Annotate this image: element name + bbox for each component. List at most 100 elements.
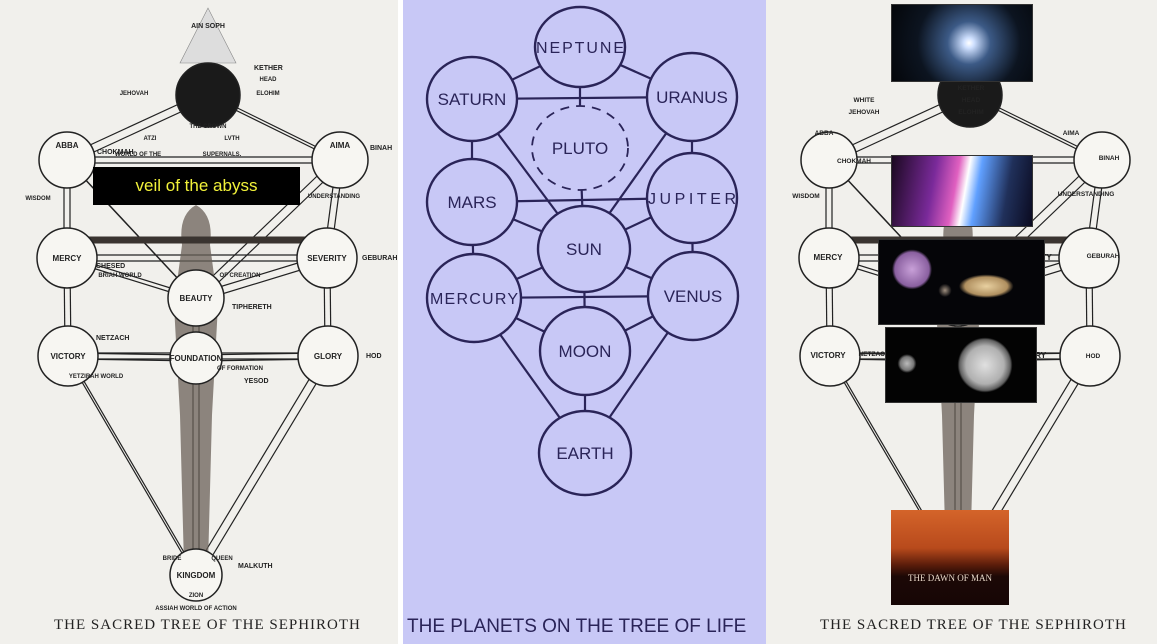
tree-annotation: JEHOVAH bbox=[849, 109, 880, 116]
sephirah-name: KETHER bbox=[254, 65, 283, 72]
planet-node-venus bbox=[646, 250, 740, 342]
tree-annotation: WISDOM bbox=[25, 196, 50, 202]
ain-soph-label: AIN SOPH bbox=[191, 23, 225, 30]
tree-annotation: ZION bbox=[189, 593, 203, 599]
tree-annotation: THE CROWN bbox=[190, 124, 227, 130]
sephirah-name: YESOD bbox=[244, 378, 269, 385]
tree-annotation: MERCY bbox=[814, 253, 844, 262]
planet-label: PLUTO bbox=[552, 139, 608, 158]
assiah-label: ASSIAH WORLD OF ACTION bbox=[155, 606, 236, 612]
sephirah-label: FOUNDATION bbox=[170, 354, 223, 363]
sephirah-label: KINGDOM bbox=[177, 571, 216, 580]
sephirah-geburah bbox=[296, 227, 358, 289]
sephirah-name: CHOKMAH bbox=[97, 149, 134, 156]
human-figure bbox=[174, 205, 218, 565]
tree-annotation: ELOHIM bbox=[256, 91, 279, 97]
planet-node-jupiter bbox=[645, 151, 739, 245]
planet-label: SATURN bbox=[438, 90, 507, 109]
ain-soph-rays bbox=[179, 7, 237, 64]
sephirah-label: AIMA bbox=[330, 141, 351, 150]
tree-annotation: BINAH bbox=[1099, 155, 1120, 162]
planet-node-mars bbox=[425, 157, 519, 247]
tree-annotation: SUPERNALS. bbox=[203, 152, 242, 158]
tree-annotation: HOD bbox=[1086, 353, 1101, 360]
planet-node-saturn bbox=[425, 55, 519, 143]
tree-annotation: NETZACH bbox=[858, 351, 889, 358]
sephirah-label: MERCY bbox=[53, 254, 83, 263]
left-caption: THE SACRED TREE OF THE SEPHIROTH bbox=[54, 617, 361, 633]
sephirah-binah bbox=[1073, 131, 1131, 189]
right-caption: THE SACRED TREE OF THE SEPHIROTH bbox=[820, 617, 1127, 633]
planet-node-mercury bbox=[425, 252, 523, 344]
tree-annotation: KETHER bbox=[958, 85, 985, 92]
tree-annotation: ATZI bbox=[144, 136, 157, 142]
path-line bbox=[192, 352, 326, 573]
sephirah-name: CHESED bbox=[96, 263, 125, 270]
sephirah-hod bbox=[1059, 325, 1121, 387]
planet-node-uranus bbox=[645, 51, 739, 143]
tree-annotation: ABBA bbox=[815, 130, 834, 137]
tree-annotation: JEHOVAH bbox=[120, 91, 149, 97]
sephirah-name: MALKUTH bbox=[238, 563, 273, 570]
tree-annotation: CHOKMAH bbox=[837, 158, 871, 165]
dawn-of-man-image: THE DAWN OF MAN bbox=[891, 510, 1009, 605]
veil-of-abyss-label: veil of the abyss bbox=[93, 167, 300, 205]
sephirah-chesed bbox=[798, 227, 860, 289]
planet-node-neptune bbox=[533, 5, 627, 89]
planet-label: MOON bbox=[559, 342, 612, 361]
planet-label: URANUS bbox=[656, 88, 728, 107]
sephirah-netzach bbox=[37, 325, 99, 387]
planet-label: EARTH bbox=[556, 444, 613, 463]
earth-moon-image bbox=[885, 327, 1037, 403]
starburst-image bbox=[891, 4, 1033, 82]
sephirah-geburah bbox=[1058, 227, 1120, 289]
tree-annotation: ELOHIM bbox=[958, 109, 983, 116]
tree-annotation: WHITE bbox=[854, 97, 876, 104]
path-line bbox=[198, 162, 344, 302]
sephirah-yesod bbox=[169, 331, 223, 385]
sephirah-netzach bbox=[799, 325, 861, 387]
tree-annotation: VICTORY bbox=[810, 351, 846, 360]
sephirah-name: NETZACH bbox=[96, 335, 129, 342]
dawn-caption: THE DAWN OF MAN bbox=[907, 573, 993, 583]
sephirah-name: TIPHERETH bbox=[232, 304, 272, 311]
planets-image bbox=[878, 239, 1045, 325]
planet-node-sun bbox=[536, 204, 632, 294]
sephirah-chokmah bbox=[38, 131, 96, 189]
sephirah-kether bbox=[175, 62, 241, 128]
tree-annotation: BRIDE bbox=[163, 556, 182, 562]
planet-node-moon bbox=[538, 305, 632, 397]
planet-node-pluto bbox=[531, 105, 629, 191]
tree-annotation: UNDERSTANDING bbox=[1058, 191, 1115, 198]
sephirah-name: GEBURAH bbox=[362, 255, 397, 262]
path-line bbox=[192, 156, 338, 296]
tree-annotation: QUEEN bbox=[211, 556, 232, 562]
sephirah-label: ABBA bbox=[55, 141, 78, 150]
tree-annotation: WORLD OF THE bbox=[115, 152, 161, 158]
sephirah-malkuth bbox=[169, 548, 223, 602]
path-line bbox=[198, 358, 332, 579]
planet-node-earth bbox=[537, 409, 633, 497]
sephirah-binah bbox=[311, 131, 369, 189]
tree-annotation: LVTH bbox=[224, 136, 239, 142]
planet-label: MARS bbox=[447, 193, 496, 212]
tree-annotation: OF CREATION bbox=[220, 273, 261, 279]
sephirah-label: GLORY bbox=[314, 352, 343, 361]
tree-annotation: UNDERSTANDING bbox=[308, 194, 361, 200]
planet-label: SUN bbox=[566, 240, 602, 259]
sephirah-chokmah bbox=[800, 131, 858, 189]
planet-label: VENUS bbox=[664, 287, 723, 306]
middle-caption: THE PLANETS ON THE TREE OF LIFE bbox=[407, 616, 747, 637]
sephirah-chesed bbox=[36, 227, 98, 289]
tree-annotation: YETZIRAH WORLD bbox=[69, 374, 124, 380]
planet-label: MERCURY bbox=[430, 291, 518, 308]
tree-annotation: GEBURAH bbox=[1087, 253, 1120, 260]
tree-annotation: BRIAH WORLD bbox=[98, 273, 142, 279]
sephirah-label: BEAUTY bbox=[180, 294, 214, 303]
sephirah-name: BINAH bbox=[370, 145, 392, 152]
light-flash-image bbox=[891, 155, 1033, 227]
sephirah-tiphereth bbox=[167, 269, 225, 327]
